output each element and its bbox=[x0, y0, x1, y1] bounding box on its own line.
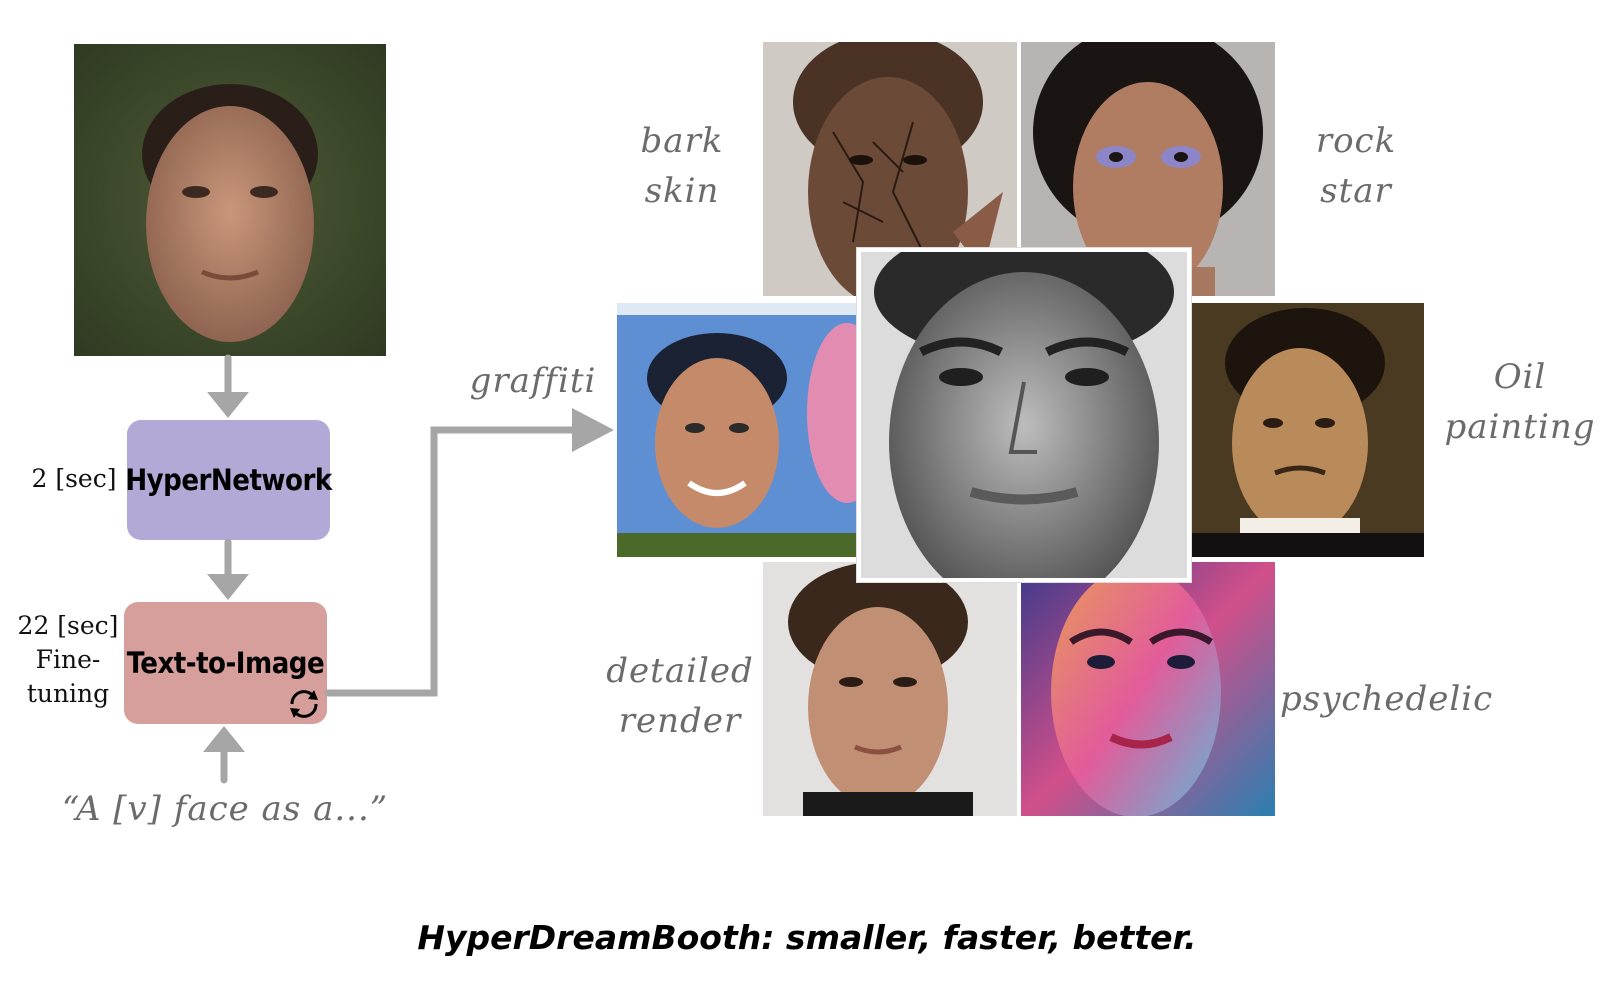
figure-caption: HyperDreamBooth: smaller, faster, better… bbox=[417, 918, 1197, 957]
graffiti-image bbox=[617, 303, 871, 557]
detailed-line1: detailed bbox=[606, 651, 754, 691]
arrowhead-to-t2i bbox=[207, 574, 249, 600]
t2i-time-line1: 22 [sec] bbox=[17, 611, 119, 640]
arrowhead-prompt-up bbox=[203, 726, 245, 752]
bark-line2: skin bbox=[644, 171, 720, 211]
t2i-time-line3: tuning bbox=[26, 679, 110, 708]
prompt-text: “A [v] face as a...” bbox=[61, 789, 389, 829]
text-to-image-label: Text-to-Image bbox=[126, 646, 325, 680]
psychedelic-image bbox=[1021, 562, 1275, 816]
psychedelic-label: psychedelic bbox=[1280, 679, 1494, 719]
oil-line1: Oil bbox=[1493, 357, 1547, 397]
graffiti-label: graffiti bbox=[469, 361, 597, 401]
hypernetwork-time-label: 2 [sec] bbox=[31, 464, 117, 493]
oil-line2: painting bbox=[1444, 407, 1596, 447]
hypernetwork-box: HyperNetwork bbox=[125, 420, 332, 540]
oil-painting-image bbox=[1185, 303, 1424, 557]
bark-line1: bark bbox=[640, 121, 724, 161]
detailed-line2: render bbox=[618, 701, 742, 741]
t2i-time-label: 22 [sec] Fine- tuning bbox=[14, 609, 122, 711]
hypernetwork-label: HyperNetwork bbox=[125, 463, 332, 497]
arrowhead-to-hypernetwork bbox=[207, 392, 249, 418]
rock-star-image bbox=[1021, 42, 1275, 296]
rock-line2: star bbox=[1320, 171, 1392, 211]
bark-skin-label: bark skin bbox=[622, 116, 742, 216]
arrowhead-to-images bbox=[572, 408, 614, 452]
bark-skin-image bbox=[763, 42, 1017, 296]
t2i-time-line2: Fine- bbox=[35, 645, 101, 674]
center-portrait-image bbox=[857, 248, 1191, 582]
input-face-photo bbox=[74, 44, 386, 356]
oil-painting-label: Oil painting bbox=[1430, 352, 1610, 452]
detailed-render-image bbox=[763, 562, 1017, 816]
detailed-render-label: detailed render bbox=[600, 646, 760, 746]
rock-star-label: rock star bbox=[1296, 116, 1416, 216]
rock-line1: rock bbox=[1315, 121, 1397, 161]
refresh-icon bbox=[290, 690, 318, 718]
